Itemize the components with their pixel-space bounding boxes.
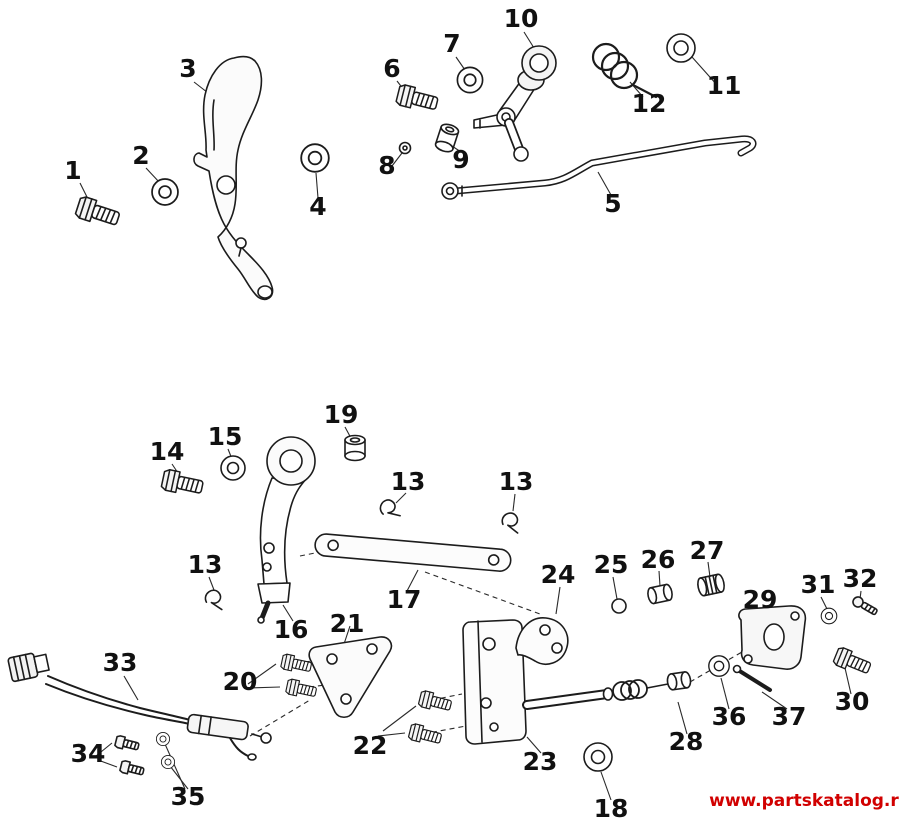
part-22-bolts [407,689,454,748]
part-label-8: 8 [378,151,395,180]
part-9-spacer [434,123,460,153]
part-label-27: 27 [690,536,725,565]
part-33-cable-assembly [7,652,272,761]
part-label-26: 26 [641,545,676,574]
part-label-2: 2 [132,141,149,170]
part-label-33: 33 [103,648,138,677]
part-35-washers [155,731,176,770]
part-30-bolt [831,645,874,678]
part-label-12: 12 [632,89,667,118]
part-32-screw [852,596,878,616]
part-label-13-c: 13 [188,550,223,579]
part-34-screws [113,734,146,779]
part-6-bolt [394,83,441,115]
part-label-19: 19 [324,400,359,429]
leader-lines [79,31,862,801]
part-label-34: 34 [71,739,106,768]
part-label-13-b: 13 [499,467,534,496]
part-10-lever-arm-assembly [473,45,557,162]
part-28-rod-spring [522,671,692,710]
part-label-18: 18 [594,794,629,823]
part-label-32: 32 [843,564,878,593]
part-label-36: 36 [712,702,747,731]
part-13-clip-c [203,588,225,611]
part-8-ring [398,141,412,155]
part-label-25: 25 [594,550,629,579]
part-26-bushing [647,583,673,605]
part-label-16: 16 [274,615,309,644]
part-label-37: 37 [772,702,807,731]
part-14-bolt [160,468,205,499]
watermark-url: www.partskatalog.ru [709,791,900,811]
part-23-bracket [462,617,569,745]
part-label-28: 28 [669,727,704,756]
part-label-31: 31 [801,570,836,599]
part-31-washer [820,607,838,625]
part-7-washer [456,66,484,94]
part-19-bushing [344,434,366,462]
part-label-30: 30 [835,687,870,716]
part-16-lever [257,436,316,624]
part-15-washer [220,455,246,481]
part-29-mount-bracket [738,605,807,670]
part-18-washer [583,742,613,772]
part-label-35: 35 [171,782,206,811]
part-4-washer [300,143,330,173]
part-1-bolt [73,194,123,231]
part-label-14: 14 [150,437,185,466]
part-5-link-rod [441,135,757,200]
part-label-15: 15 [208,422,243,451]
part-label-21: 21 [330,609,365,638]
part-label-24: 24 [541,560,576,589]
part-label-6: 6 [383,54,400,83]
part-label-3: 3 [179,54,196,83]
part-17-link-bar [314,533,512,572]
part-label-9: 9 [452,145,469,174]
part-2-washer [151,178,179,206]
part-label-1: 1 [64,156,81,185]
part-label-11: 11 [707,71,742,100]
part-21-plate [308,636,393,719]
part-11-ring [666,33,696,63]
part-label-4: 4 [309,192,326,221]
part-label-29: 29 [743,585,778,614]
part-label-17: 17 [387,585,422,614]
part-12-spring [591,42,658,99]
part-label-7: 7 [443,29,460,58]
part-13-clip-b [499,510,522,534]
callout-labels: 1 2 3 4 5 6 7 8 9 10 11 12 13 13 13 14 1… [64,4,877,823]
part-36-washer [708,655,730,677]
part-label-22: 22 [353,731,388,760]
part-label-23: 23 [523,747,558,776]
part-label-20: 20 [223,667,258,696]
part-37-pin [732,664,772,692]
part-25-ball [611,598,627,614]
part-13-clip-a [377,497,401,522]
part-27-threaded-plug [697,573,725,597]
part-label-10: 10 [504,4,539,33]
part-label-5: 5 [604,189,621,218]
part-label-13-a: 13 [391,467,426,496]
part-3-bracket-lever [193,55,274,301]
